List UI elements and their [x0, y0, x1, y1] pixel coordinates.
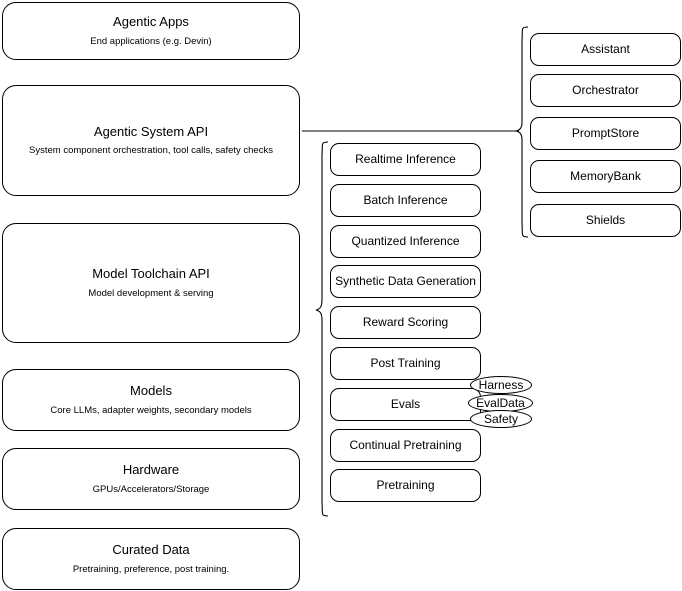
system-component-promptstore[interactable]: PromptStore	[530, 117, 681, 150]
layer-subtitle: Core LLMs, adapter weights, secondary mo…	[50, 404, 252, 416]
toolchain-component-realtime-inference[interactable]: Realtime Inference	[330, 143, 481, 176]
layer-title: Curated Data	[112, 542, 190, 558]
layer-agentic-system-api[interactable]: Agentic System API System component orch…	[2, 85, 300, 196]
component-label: Batch Inference	[363, 193, 448, 207]
layer-model-toolchain-api[interactable]: Model Toolchain API Model development & …	[2, 223, 300, 343]
component-label: Shields	[585, 213, 626, 227]
component-label: Evals	[390, 397, 421, 411]
toolchain-component-post-training[interactable]: Post Training	[330, 347, 481, 380]
layer-subtitle: End applications (e.g. Devin)	[90, 35, 212, 47]
annotation-label: EvalData	[476, 396, 525, 410]
toolchain-component-pretraining[interactable]: Pretraining	[330, 469, 481, 502]
toolchain-component-batch-inference[interactable]: Batch Inference	[330, 184, 481, 217]
brace-system-components	[515, 26, 529, 238]
layer-subtitle: System component orchestration, tool cal…	[29, 145, 273, 157]
toolchain-component-evals[interactable]: Evals	[330, 388, 481, 421]
layer-subtitle: GPUs/Accelerators/Storage	[92, 483, 210, 495]
component-label: MemoryBank	[570, 169, 641, 183]
layer-hardware[interactable]: Hardware GPUs/Accelerators/Storage	[2, 448, 300, 510]
component-label: Synthetic Data Generation	[335, 274, 476, 288]
layer-agentic-apps[interactable]: Agentic Apps End applications (e.g. Devi…	[2, 2, 300, 60]
layer-curated-data[interactable]: Curated Data Pretraining, preference, po…	[2, 528, 300, 590]
component-label: Reward Scoring	[362, 315, 449, 329]
evals-annotation-safety[interactable]: Safety	[470, 410, 532, 428]
system-component-assistant[interactable]: Assistant	[530, 33, 681, 66]
layer-subtitle: Model development & serving	[88, 287, 214, 299]
component-label: Post Training	[370, 356, 441, 370]
layer-title: Agentic System API	[93, 123, 209, 139]
layer-models[interactable]: Models Core LLMs, adapter weights, secon…	[2, 369, 300, 431]
brace-toolchain-components	[315, 141, 329, 517]
layer-subtitle: Pretraining, preference, post training.	[72, 563, 230, 575]
component-label: Assistant	[581, 42, 630, 56]
component-label: PromptStore	[571, 126, 640, 140]
layer-title: Models	[130, 383, 172, 399]
toolchain-component-continual-pretraining[interactable]: Continual Pretraining	[330, 429, 481, 462]
component-label: Realtime Inference	[355, 152, 456, 166]
system-component-shields[interactable]: Shields	[530, 204, 681, 237]
layer-title: Model Toolchain API	[92, 266, 210, 282]
component-label: Continual Pretraining	[349, 438, 462, 452]
annotation-label: Safety	[483, 412, 519, 426]
system-component-memorybank[interactable]: MemoryBank	[530, 160, 681, 193]
component-label: Pretraining	[376, 478, 435, 492]
evals-annotation-harness[interactable]: Harness	[470, 376, 532, 394]
component-label: Quantized Inference	[351, 234, 460, 248]
layer-title: Agentic Apps	[113, 14, 189, 30]
toolchain-component-reward-scoring[interactable]: Reward Scoring	[330, 306, 481, 339]
toolchain-component-quantized-inference[interactable]: Quantized Inference	[330, 225, 481, 258]
toolchain-component-synthetic-data-generation[interactable]: Synthetic Data Generation	[330, 265, 481, 298]
layer-title: Hardware	[122, 462, 180, 478]
system-component-orchestrator[interactable]: Orchestrator	[530, 74, 681, 107]
component-label: Orchestrator	[572, 83, 639, 97]
annotation-label: Harness	[478, 378, 524, 392]
